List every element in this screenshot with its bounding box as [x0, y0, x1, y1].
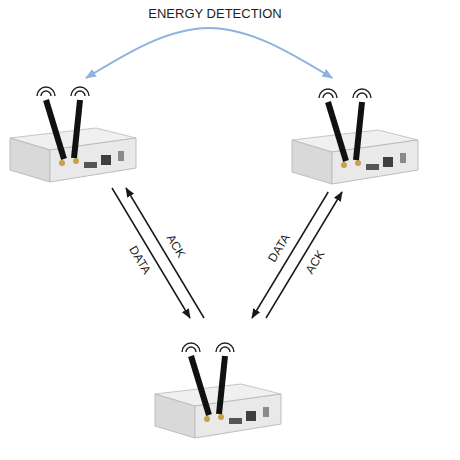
- radio-device-art: [155, 343, 281, 438]
- edge-label: DATA: [127, 244, 153, 276]
- signal-arrow: [112, 188, 190, 318]
- signal-arrow: [266, 192, 342, 318]
- edge-label: DATA: [266, 232, 292, 264]
- signal-arrow: [252, 192, 328, 318]
- radio-device: [288, 78, 422, 192]
- signal-arrow: [126, 188, 204, 318]
- edge-label: ENERGY DETECTION: [148, 7, 281, 20]
- signal-arrow: [86, 28, 332, 78]
- edge-label: ACK: [304, 248, 327, 275]
- radio-device: [148, 318, 288, 450]
- radio-device-art: [10, 87, 136, 182]
- radio-device-art: [292, 89, 418, 184]
- radio-device: [8, 78, 138, 188]
- edge-label: ACK: [165, 233, 188, 260]
